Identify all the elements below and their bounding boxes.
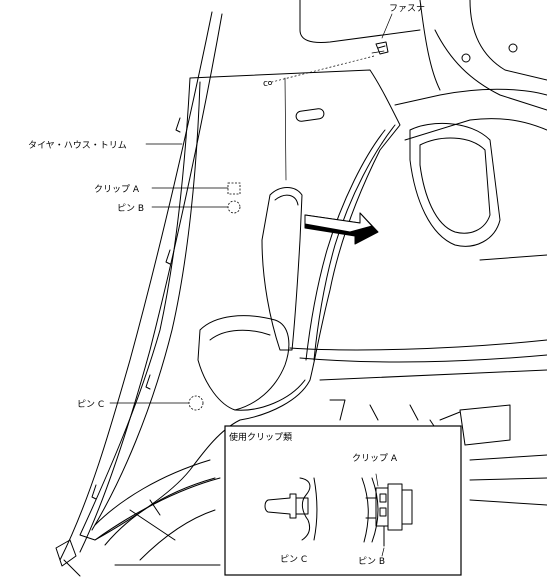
clip-a-symbol bbox=[227, 182, 241, 195]
fastener-point-marker bbox=[268, 81, 272, 85]
pin-c-label: ピン C bbox=[77, 399, 104, 410]
fastener-leader-line bbox=[381, 13, 393, 39]
fastener-point-letter: c bbox=[263, 79, 268, 89]
inset-pin-c-label: ピン C bbox=[280, 554, 307, 565]
inset-title: 使用クリップ類 bbox=[229, 431, 292, 443]
fastener-dashed-line bbox=[271, 55, 375, 83]
pin-c-symbol bbox=[188, 395, 204, 411]
pin-c-detail bbox=[264, 477, 318, 541]
clip-types-inset: 使用クリップ類 ピン C クリップ A ピン B bbox=[224, 425, 462, 576]
inset-clip-a-label: クリップ A bbox=[352, 453, 398, 464]
clip-a-label: クリップ A bbox=[94, 184, 140, 195]
pin-b-symbol bbox=[227, 200, 241, 214]
tire-house-trim-label: タイヤ・ハウス・トリム bbox=[28, 140, 127, 151]
pin-b-label: ピン B bbox=[117, 203, 144, 214]
fastener-label: ファスナ bbox=[389, 3, 425, 14]
tire-house-trim-panel bbox=[79, 69, 401, 541]
inset-pin-b-label: ピン B bbox=[358, 556, 385, 567]
fastener-part: c bbox=[263, 13, 393, 89]
clip-a-pin-b-detail bbox=[361, 473, 413, 557]
removal-direction-arrow bbox=[304, 212, 379, 245]
